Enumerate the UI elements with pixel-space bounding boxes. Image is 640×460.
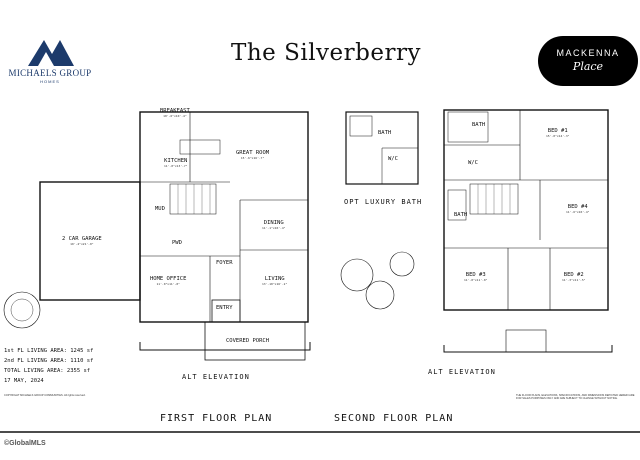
logo-sub: HOMES [40, 79, 60, 84]
second-floor-outline [443, 109, 609, 311]
room-label: FOYER [216, 260, 233, 266]
second-floor-title: SECOND FLOOR PLAN [334, 413, 454, 424]
second-floor-area: 2nd FL LIVING AREA: 1110 sf [4, 358, 94, 364]
first-alt-elevation-label: ALT ELEVATION [182, 373, 250, 381]
mackenna-place-logo: MACKENNA Place [538, 36, 638, 86]
logo-brand: MICHAELS GROUP [8, 68, 92, 78]
second-alt-elevation-label: ALT ELEVATION [428, 368, 496, 376]
total-area: TOTAL LIVING AREA: 2355 sf [4, 368, 91, 374]
first-floor-area: 1st FL LIVING AREA: 1245 sf [4, 348, 94, 354]
michaels-group-logo: MICHAELS GROUP HOMES [8, 36, 92, 84]
room-label: BATH [454, 212, 468, 218]
logo-line2: Place [572, 60, 604, 73]
first-floor-outline [139, 111, 309, 323]
first-floor-title: FIRST FLOOR PLAN [160, 413, 273, 424]
copyright-note: COPYRIGHT MICHAELS GROUP COMMUNITIES. Al… [4, 394, 86, 397]
room-label: BATH [472, 122, 486, 128]
garage-outline [39, 181, 141, 301]
logo-line1: MACKENNA [556, 48, 620, 58]
luxury-bath-title: OPT LUXURY BATH [344, 198, 423, 206]
room-label: COVERED PORCH [226, 338, 270, 344]
room-label: W/C [388, 156, 398, 162]
room-label: ENTRY [216, 305, 233, 311]
plan-date: 17 MAY, 2024 [4, 378, 44, 384]
kitchen-island [179, 139, 221, 155]
disclaimer-note: THE FLOOR PLANS, ELEVATIONS, SPECIFICATI… [516, 394, 635, 401]
room-label: MUD [155, 206, 165, 212]
porch-outline [204, 321, 306, 361]
stair-first [169, 183, 217, 215]
room-label: W/C [468, 160, 478, 166]
room-label: BATH [378, 130, 392, 136]
area-summary: 1st FL LIVING AREA: 1245 sf 2nd FL LIVIN… [4, 346, 93, 386]
mountain-logo-icon [28, 40, 74, 66]
room-label: PWD [172, 240, 182, 246]
mls-watermark: ©GlobalMLS [4, 440, 46, 447]
page-title: The Silverberry [231, 40, 421, 66]
